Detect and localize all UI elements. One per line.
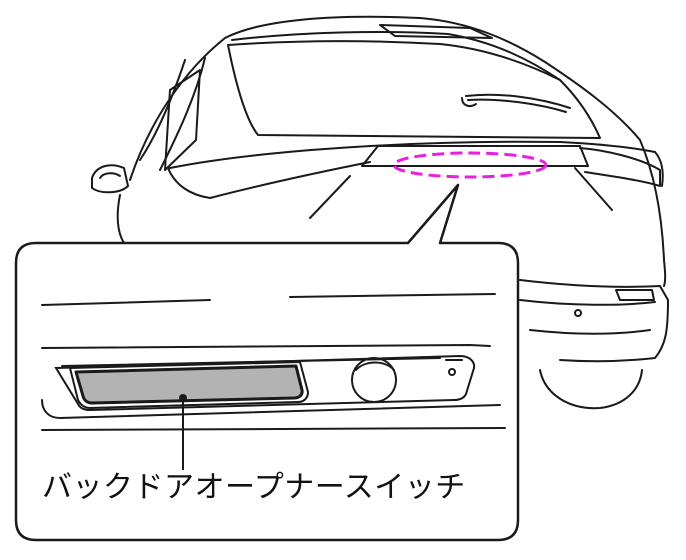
tailgate-top bbox=[169, 140, 656, 169]
detail-garnish-body bbox=[41, 399, 501, 420]
rear-camera bbox=[351, 357, 397, 403]
license-garnish bbox=[361, 145, 589, 167]
backdoor-opener-switch bbox=[74, 364, 304, 405]
rear-wheel bbox=[539, 369, 643, 410]
detail-line-lower bbox=[41, 427, 506, 431]
rear-bumper bbox=[519, 279, 669, 363]
detail-line-upper-left bbox=[41, 299, 211, 306]
callout-label: バックドアオープナースイッチ bbox=[42, 470, 466, 505]
spoiler bbox=[379, 24, 493, 39]
roof-inner-line bbox=[231, 31, 561, 81]
left-taillight bbox=[167, 161, 371, 199]
detail-callout bbox=[14, 183, 520, 542]
rear-wiper bbox=[465, 93, 571, 113]
roof-outline bbox=[129, 15, 641, 181]
side-pillar bbox=[139, 57, 206, 171]
leader-dot bbox=[179, 394, 187, 402]
side-mirror bbox=[91, 164, 129, 194]
switch-highlight-ellipse bbox=[392, 151, 548, 179]
right-taillight bbox=[579, 147, 661, 187]
rear-window bbox=[227, 40, 601, 139]
detail-line-upper-right bbox=[289, 293, 496, 298]
detail-garnish-top bbox=[41, 343, 491, 349]
tailgate-crease bbox=[309, 167, 613, 219]
